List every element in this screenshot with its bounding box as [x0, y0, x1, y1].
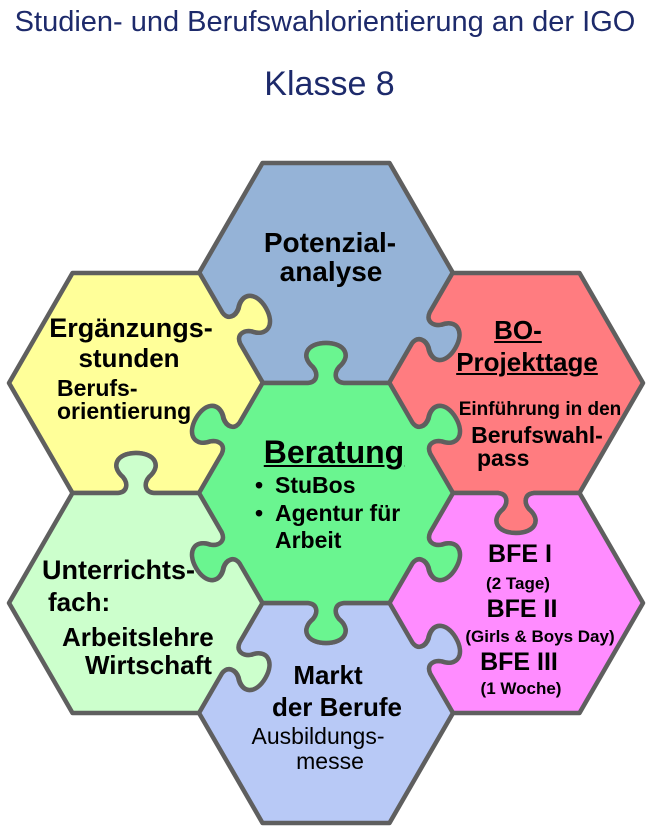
- ergaenzungsstunden-line-2: stunden: [78, 343, 180, 373]
- ergaenzungsstunden-sub-line-1: Berufs-: [57, 375, 138, 401]
- bfe-item-1-detail: (2 Tage): [486, 574, 550, 593]
- bfe-item-2-label: BFE II: [486, 595, 558, 623]
- bo-projekttage-title-line-2: Projekttage: [456, 347, 598, 377]
- bullet-icon: •: [255, 500, 264, 526]
- page-subtitle: Klasse 8: [264, 65, 395, 103]
- beratung-bullet-2: Agentur für: [275, 500, 401, 526]
- beratung-bullet-2-continuation: Arbeit: [275, 527, 342, 553]
- bfe-item-2-detail: (Girls & Boys Day): [465, 627, 615, 646]
- bullet-icon: •: [255, 472, 264, 498]
- beratung-bullet-1: StuBos: [275, 472, 356, 498]
- potenzialanalyse-line-1: Potenzial-: [263, 227, 397, 258]
- markt-der-berufe-line-2: der Berufe: [271, 692, 403, 722]
- bo-projekttage-line-3: pass: [477, 445, 530, 471]
- ergaenzungsstunden-line-1: Ergänzungs-: [49, 313, 213, 343]
- page-title: Studien- und Berufswahlorientierung an d…: [14, 6, 636, 38]
- bfe-item-1-label: BFE I: [488, 540, 552, 568]
- unterrichtsfach-line-1: Unterrichts-: [42, 555, 196, 585]
- bo-projekttage-line-2: Berufswahl-: [471, 422, 603, 448]
- markt-der-berufe-line-1: Markt: [293, 660, 363, 690]
- unterrichtsfach-line-4: Wirtschaft: [85, 650, 212, 680]
- markt-der-berufe-sub-line-2: messe: [296, 748, 364, 774]
- unterrichtsfach-line-3: Arbeitslehre: [62, 622, 214, 652]
- beratung-title: Beratung: [263, 434, 405, 470]
- bo-projekttage-title-line-1: BO-: [494, 315, 542, 345]
- hex-piece-beratung: [189, 340, 463, 646]
- markt-der-berufe-sub-line-1: Ausbildungs-: [251, 723, 385, 749]
- bfe-item-3-detail: (1 Woche): [480, 679, 562, 698]
- unterrichtsfach-line-2: fach:: [48, 587, 111, 617]
- bo-projekttage-line-1: Einführung in den: [458, 399, 622, 420]
- ergaenzungsstunden-sub-line-2: orientierung: [57, 398, 192, 424]
- potenzialanalyse-line-2: analyse: [279, 256, 383, 287]
- bfe-item-3-label: BFE III: [480, 648, 558, 676]
